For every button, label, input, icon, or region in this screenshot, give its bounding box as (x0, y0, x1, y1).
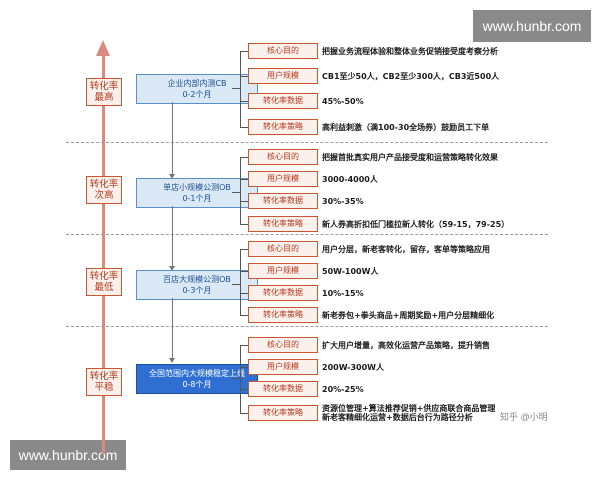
stage-divider (66, 142, 548, 143)
timeline-arrow-head (96, 40, 110, 56)
stage-title: 企业内部内测CB (167, 79, 227, 88)
connector (232, 378, 240, 379)
stage-box-2: 单店小规模公测OB 0-1个月 (136, 178, 258, 208)
item-text: 3000-4000人 (322, 174, 378, 184)
connector (240, 345, 248, 346)
stage-duration: 0-3个月 (182, 286, 212, 295)
author-credit: 知乎 @小明 (500, 412, 548, 422)
connector (240, 127, 248, 128)
item-text: 新人券高折扣低门槛拉新人转化（59-15，79-25） (322, 219, 510, 229)
item-text: 50W-100W人 (322, 266, 379, 276)
stage-box-1: 企业内部内测CB 0-2个月 (136, 74, 258, 104)
item-label: 转化率策略 (248, 405, 318, 421)
item-label: 转化率策略 (248, 307, 318, 323)
stage-divider (66, 234, 548, 235)
connector (240, 76, 248, 77)
item-label: 转化率数据 (248, 285, 318, 301)
stage-title: 全国范围内大规模稳定上线 (149, 369, 245, 378)
item-label: 转化率数据 (248, 381, 318, 397)
item-text: 把握首批真实用户产品接受度和运营策略转化效果 (322, 152, 498, 162)
item-label: 核心目的 (248, 43, 318, 59)
connector (240, 201, 248, 202)
connector (240, 224, 248, 225)
connector (240, 101, 248, 102)
connector (240, 413, 248, 414)
item-label: 转化率策略 (248, 216, 318, 232)
connector (240, 157, 241, 224)
conversion-rate-label-1: 转化率 最高 (86, 78, 122, 106)
stage-flow-arrow (169, 206, 175, 271)
item-text: 高利益刺激（满100-30全场券）鼓励员工下单 (322, 122, 490, 132)
item-text: 20%-25% (322, 384, 364, 394)
timeline-axis (102, 54, 105, 454)
conversion-rate-label-4: 转化率 平稳 (86, 368, 122, 396)
watermark-top: www.hunbr.com (473, 10, 591, 42)
item-label: 用户规模 (248, 171, 318, 187)
connector (240, 367, 248, 368)
item-text: 资源位管理+算法推荐促销+供应商联合商品管理 新老客精细化运营+数据后台行为路径… (322, 404, 496, 422)
item-text: 用户分层，新老客转化，留存，客单等策略应用 (322, 244, 490, 254)
connector (240, 271, 248, 272)
conversion-rate-label-3: 转化率 最低 (86, 268, 122, 296)
connector (240, 51, 241, 127)
conversion-roadmap-diagram: 转化率 最高 企业内部内测CB 0-2个月 核心目的 把握业务流程体验和整体业务… (66, 40, 548, 454)
item-label: 核心目的 (248, 241, 318, 257)
stage-divider (66, 326, 548, 327)
item-label: 转化率数据 (248, 193, 318, 209)
item-label: 转化率策略 (248, 119, 318, 135)
stage-box-4: 全国范围内大规模稳定上线 0-8个月 (136, 364, 258, 394)
item-text: 扩大用户增量，高效化运营产品策略，提升销售 (322, 340, 490, 350)
item-label: 用户规模 (248, 68, 318, 84)
item-text: 200W-300W人 (322, 362, 385, 372)
item-text: 新老券包+拳头商品+周期奖励+用户分层精细化 (322, 310, 495, 320)
connector (240, 157, 248, 158)
item-text: 10%-15% (322, 288, 364, 298)
item-text: CB1至少50人，CB2至少300人，CB3近500人 (322, 71, 500, 81)
item-label: 核心目的 (248, 149, 318, 165)
connector (240, 51, 248, 52)
stage-duration: 0-2个月 (182, 90, 212, 99)
connector (240, 293, 248, 294)
connector (240, 315, 248, 316)
item-text: 把握业务流程体验和整体业务促销接受度考察分析 (322, 46, 498, 56)
stage-duration: 0-8个月 (182, 380, 212, 389)
connector (240, 179, 248, 180)
stage-title: 百店大规模公测OB (163, 275, 231, 284)
connector (232, 284, 240, 285)
conversion-rate-label-2: 转化率 次高 (86, 176, 122, 204)
stage-flow-arrow (169, 298, 175, 363)
stage-duration: 0-1个月 (182, 194, 212, 203)
connector (240, 249, 248, 250)
item-text: 30%-35% (322, 196, 364, 206)
watermark-bottom: www.hunbr.com (10, 440, 126, 470)
stage-flow-arrow (169, 102, 175, 179)
item-label: 用户规模 (248, 359, 318, 375)
connector (240, 345, 241, 413)
connector (232, 192, 240, 193)
item-label: 转化率数据 (248, 93, 318, 109)
stage-title: 单店小规模公测OB (163, 183, 231, 192)
item-label: 用户规模 (248, 263, 318, 279)
connector (232, 88, 240, 89)
connector (240, 249, 241, 315)
connector (240, 389, 248, 390)
item-label: 核心目的 (248, 337, 318, 353)
item-text: 45%-50% (322, 96, 364, 106)
